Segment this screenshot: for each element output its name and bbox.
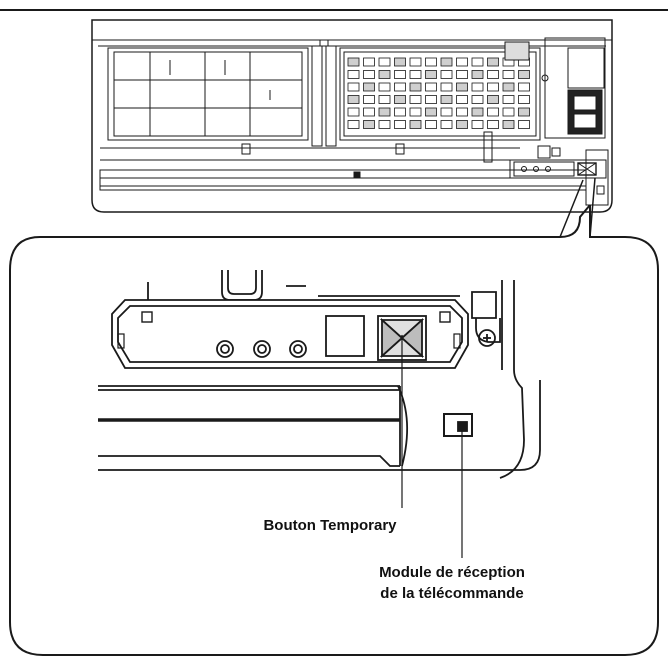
grid-cell (440, 57, 453, 67)
grid-cell (378, 57, 391, 67)
grid-cell (378, 82, 391, 92)
detail-front-rails (98, 380, 541, 471)
grid-cell (394, 82, 406, 92)
label-temporary-button: Bouton Temporary (263, 517, 397, 534)
grid-cell (409, 70, 422, 79)
left-filter-frame (107, 47, 309, 141)
overview-unit (91, 19, 613, 213)
grid-cell (456, 70, 468, 79)
grid-cell (487, 107, 499, 117)
grid-cell (487, 95, 499, 104)
grid-cell (409, 57, 422, 67)
grid-cell (502, 107, 515, 117)
grid-cell (363, 82, 375, 92)
grid-cell (394, 70, 406, 79)
grid-cell (409, 82, 422, 92)
grid-cell (487, 70, 499, 79)
grid-cell (518, 95, 530, 104)
label-remote-module-line2: de la télécommande (380, 585, 523, 602)
grid-cell (440, 120, 453, 129)
grid-cell (425, 82, 437, 92)
grid-cell (456, 82, 468, 92)
grid-cell (440, 107, 453, 117)
label-remote-module-line1: Module de réception (379, 564, 525, 581)
grid-cell (363, 57, 375, 67)
grid-cell (409, 120, 422, 129)
grid-cell (347, 95, 360, 104)
grid-cell (471, 57, 484, 67)
grid-cell (471, 120, 484, 129)
grid-cell (363, 70, 375, 79)
grid-cell (502, 95, 515, 104)
grid-cell (471, 70, 484, 79)
grid-cell (425, 95, 437, 104)
grid-cell (347, 120, 360, 129)
grid-cell (425, 120, 437, 129)
grid-cell (425, 70, 437, 79)
grid-cell (471, 107, 484, 117)
grid-cell (394, 107, 406, 117)
grid-cell (378, 95, 391, 104)
grid-cell (502, 82, 515, 92)
grid-cell (347, 57, 360, 67)
electrical-box (504, 37, 606, 159)
grid-cell (347, 70, 360, 79)
grid-cell (471, 82, 484, 92)
leader-lines (401, 338, 463, 558)
grid-cell (518, 70, 530, 79)
grid-cell (518, 107, 530, 117)
grid-cell (487, 57, 499, 67)
grid-cell (347, 82, 360, 92)
grid-cell (502, 70, 515, 79)
grid-cell (378, 120, 391, 129)
grid-cell (425, 57, 437, 67)
grid-cell (518, 82, 530, 92)
grid-cell (440, 70, 453, 79)
detail-control-housing (111, 299, 469, 369)
callout-frame (9, 177, 659, 656)
grid-cell (409, 107, 422, 117)
detail-knobs (216, 340, 307, 358)
grid-cell (502, 120, 515, 129)
grid-cell (363, 107, 375, 117)
grid-cell (347, 107, 360, 117)
grid-cell (394, 120, 406, 129)
grid-cell (456, 107, 468, 117)
grid-cell (394, 95, 406, 104)
overview-control-panel (509, 159, 607, 179)
screw-bracket (471, 280, 525, 479)
grid-cell (518, 120, 530, 129)
grid-cell (409, 95, 422, 104)
grid-cell (456, 95, 468, 104)
grid-cell (440, 95, 453, 104)
right-filter-frame (339, 47, 541, 141)
grid-cell (487, 120, 499, 129)
grid-cell (378, 70, 391, 79)
remote-receiver-module-icon (443, 413, 473, 437)
grid-cell (425, 107, 437, 117)
grid-cell (487, 82, 499, 92)
detail-view (98, 270, 541, 479)
grid-cell (456, 57, 468, 67)
grid-cell (471, 95, 484, 104)
grid-cell (378, 107, 391, 117)
grid-cell (456, 120, 468, 129)
grid-cell (363, 95, 375, 104)
grid-cell (394, 57, 406, 67)
grid-cell (363, 120, 375, 129)
grid-cell (440, 82, 453, 92)
receiver-window (325, 315, 365, 357)
